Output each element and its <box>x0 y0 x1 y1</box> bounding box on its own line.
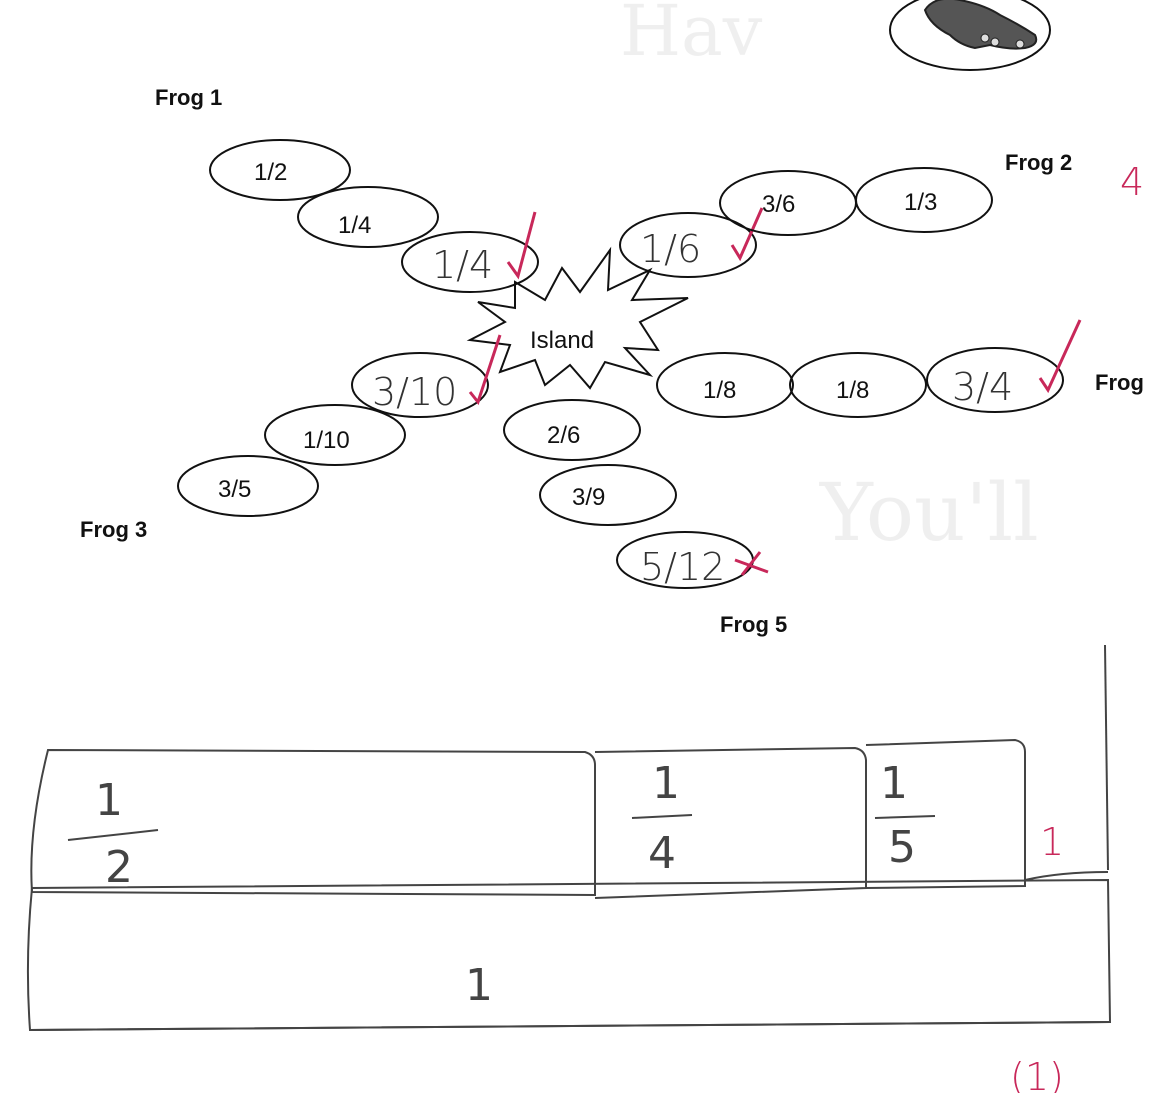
fraction-denominator: 2 <box>105 842 133 893</box>
lily-pad <box>540 465 676 525</box>
handwritten-answer: 5/12 <box>640 545 725 589</box>
frog1-path: 1/2 1/4 1/4 <box>210 140 538 292</box>
check-mark-icon <box>508 212 535 276</box>
pad-value: 1/8 <box>836 377 869 404</box>
quarter-bar <box>595 748 866 898</box>
quarter-label: 1 4 <box>632 758 692 879</box>
pad-value: 1/8 <box>703 377 736 404</box>
fraction-numerator: 1 <box>880 758 908 809</box>
pad-value: 3/6 <box>762 191 795 218</box>
frog3-label: Frog 3 <box>80 517 147 542</box>
fraction-numerator: 1 <box>652 758 680 809</box>
frog4-label: Frog <box>1095 370 1144 395</box>
frog3-path: 3/10 1/10 3/5 <box>178 335 500 516</box>
handwritten-answer: 3/4 <box>952 365 1013 409</box>
fraction-denominator: 5 <box>888 822 916 873</box>
frog2-path: 1/6 3/6 1/3 4 <box>620 160 1144 277</box>
svg-text:Hav: Hav <box>620 0 763 72</box>
bleed-through-text: You'll Hav <box>620 0 1039 559</box>
frog1-label: Frog 1 <box>155 85 222 110</box>
pad-value: 1/3 <box>904 189 937 216</box>
pad-value: 3/5 <box>218 476 251 503</box>
pad-value: 3/9 <box>572 484 605 511</box>
fifth-label: 1 5 <box>875 758 935 873</box>
pad-value: 2/6 <box>547 422 580 449</box>
whole-bar <box>28 880 1110 1030</box>
pad-value: 1/4 <box>338 212 371 239</box>
bar-score: 1 <box>1040 820 1064 864</box>
handwritten-answer: 3/10 <box>372 370 457 414</box>
frog2-label: Frog 2 <box>1005 150 1072 175</box>
island-label: Island <box>530 327 594 354</box>
pad-value: 1/2 <box>254 159 287 186</box>
check-mark-icon <box>732 208 762 258</box>
fraction-numerator: 1 <box>95 775 123 826</box>
half-label: 1 2 <box>68 775 158 893</box>
frog4-path: 1/8 1/8 3/4 <box>657 320 1080 417</box>
svg-text:You'll: You'll <box>819 466 1039 559</box>
fraction-bars-drawing <box>28 645 1110 1030</box>
handwritten-answer: 1/4 <box>432 243 493 287</box>
frog5-path: 2/6 3/9 5/12 <box>504 400 768 589</box>
frog5-label: Frog 5 <box>720 612 787 637</box>
check-mark-icon <box>470 335 500 402</box>
frog2-score: 4 <box>1120 160 1144 204</box>
handwritten-answer: 1/6 <box>640 227 701 271</box>
bottom-score: (1) <box>1010 1055 1064 1093</box>
check-mark-icon <box>1040 320 1080 390</box>
whole-bar-label: 1 <box>465 960 493 1011</box>
pad-value: 1/10 <box>303 427 350 454</box>
frog-illustration-icon <box>890 0 1050 70</box>
fraction-denominator: 4 <box>648 828 676 879</box>
